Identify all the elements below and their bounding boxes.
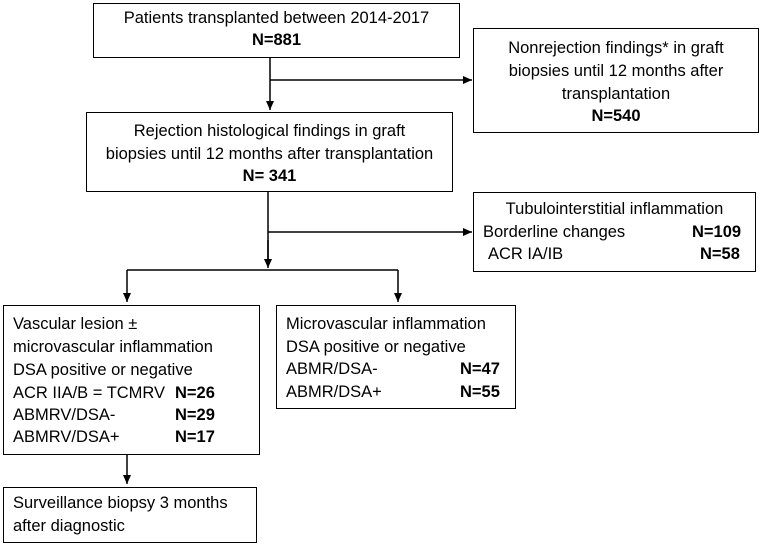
tubulo-title: Tubulointerstitial inflammation (505, 200, 724, 218)
rejection-box: Rejection histological findings in graft… (86, 112, 453, 192)
micro-label-abmr-neg: ABMR/DSA- (286, 360, 378, 378)
tubulo-count-borderline: N=109 (692, 223, 742, 241)
vascular-count-tcmrv: N=26 (175, 384, 215, 402)
nonrejection-line3: transplantation (561, 85, 671, 103)
micro-line1: Microvascular inflammation (286, 315, 486, 333)
micro-box: Microvascular inflammation DSA positive … (276, 305, 516, 409)
tubulo-box: Tubulointerstitial inflammation Borderli… (473, 192, 756, 272)
nonrejection-line2: biopsies until 12 months after (508, 62, 724, 80)
nonrejection-box: Nonrejection findings* in graft biopsies… (473, 28, 759, 133)
vascular-box: Vascular lesion ± microvascular inflamma… (3, 305, 260, 455)
tubulo-label-borderline: Borderline changes (483, 223, 626, 241)
tubulo-label-acr: ACR IA/IB (488, 245, 564, 263)
rejection-line2: biopsies until 12 months after transplan… (105, 145, 434, 163)
surveillance-line2: after diagnostic (13, 517, 125, 535)
nonrejection-count: N=540 (591, 107, 641, 125)
vascular-label-abmrv-pos: ABMRV/DSA+ (13, 428, 120, 446)
vascular-line1: Vascular lesion ± (13, 315, 138, 333)
vascular-count-abmrv-pos: N=17 (175, 428, 215, 446)
micro-count-abmr-neg: N=47 (460, 360, 500, 378)
patients-count: N=881 (251, 31, 302, 49)
vascular-label-tcmrv: ACR IIA/B = TCMRV (13, 384, 166, 402)
vascular-label-abmrv-neg: ABMRV/DSA- (13, 406, 116, 424)
patients-title: Patients transplanted between 2014-2017 (123, 9, 430, 27)
vascular-line3: DSA positive or negative (13, 361, 193, 379)
micro-label-abmr-pos: ABMR/DSA+ (286, 383, 382, 401)
micro-count-abmr-pos: N=55 (460, 383, 500, 401)
nonrejection-line1: Nonrejection findings* in graft (508, 39, 724, 57)
surveillance-line1: Surveillance biopsy 3 months (13, 494, 228, 512)
vascular-count-abmrv-neg: N=29 (175, 406, 215, 424)
rejection-count: N= 341 (242, 167, 297, 185)
tubulo-count-acr: N=58 (700, 245, 740, 263)
vascular-line2: microvascular inflammation (13, 338, 213, 356)
micro-line2: DSA positive or negative (286, 338, 466, 356)
rejection-line1: Rejection histological findings in graft (133, 122, 406, 140)
surveillance-box: Surveillance biopsy 3 months after diagn… (3, 487, 257, 543)
patients-box: Patients transplanted between 2014-2017 … (93, 3, 460, 58)
